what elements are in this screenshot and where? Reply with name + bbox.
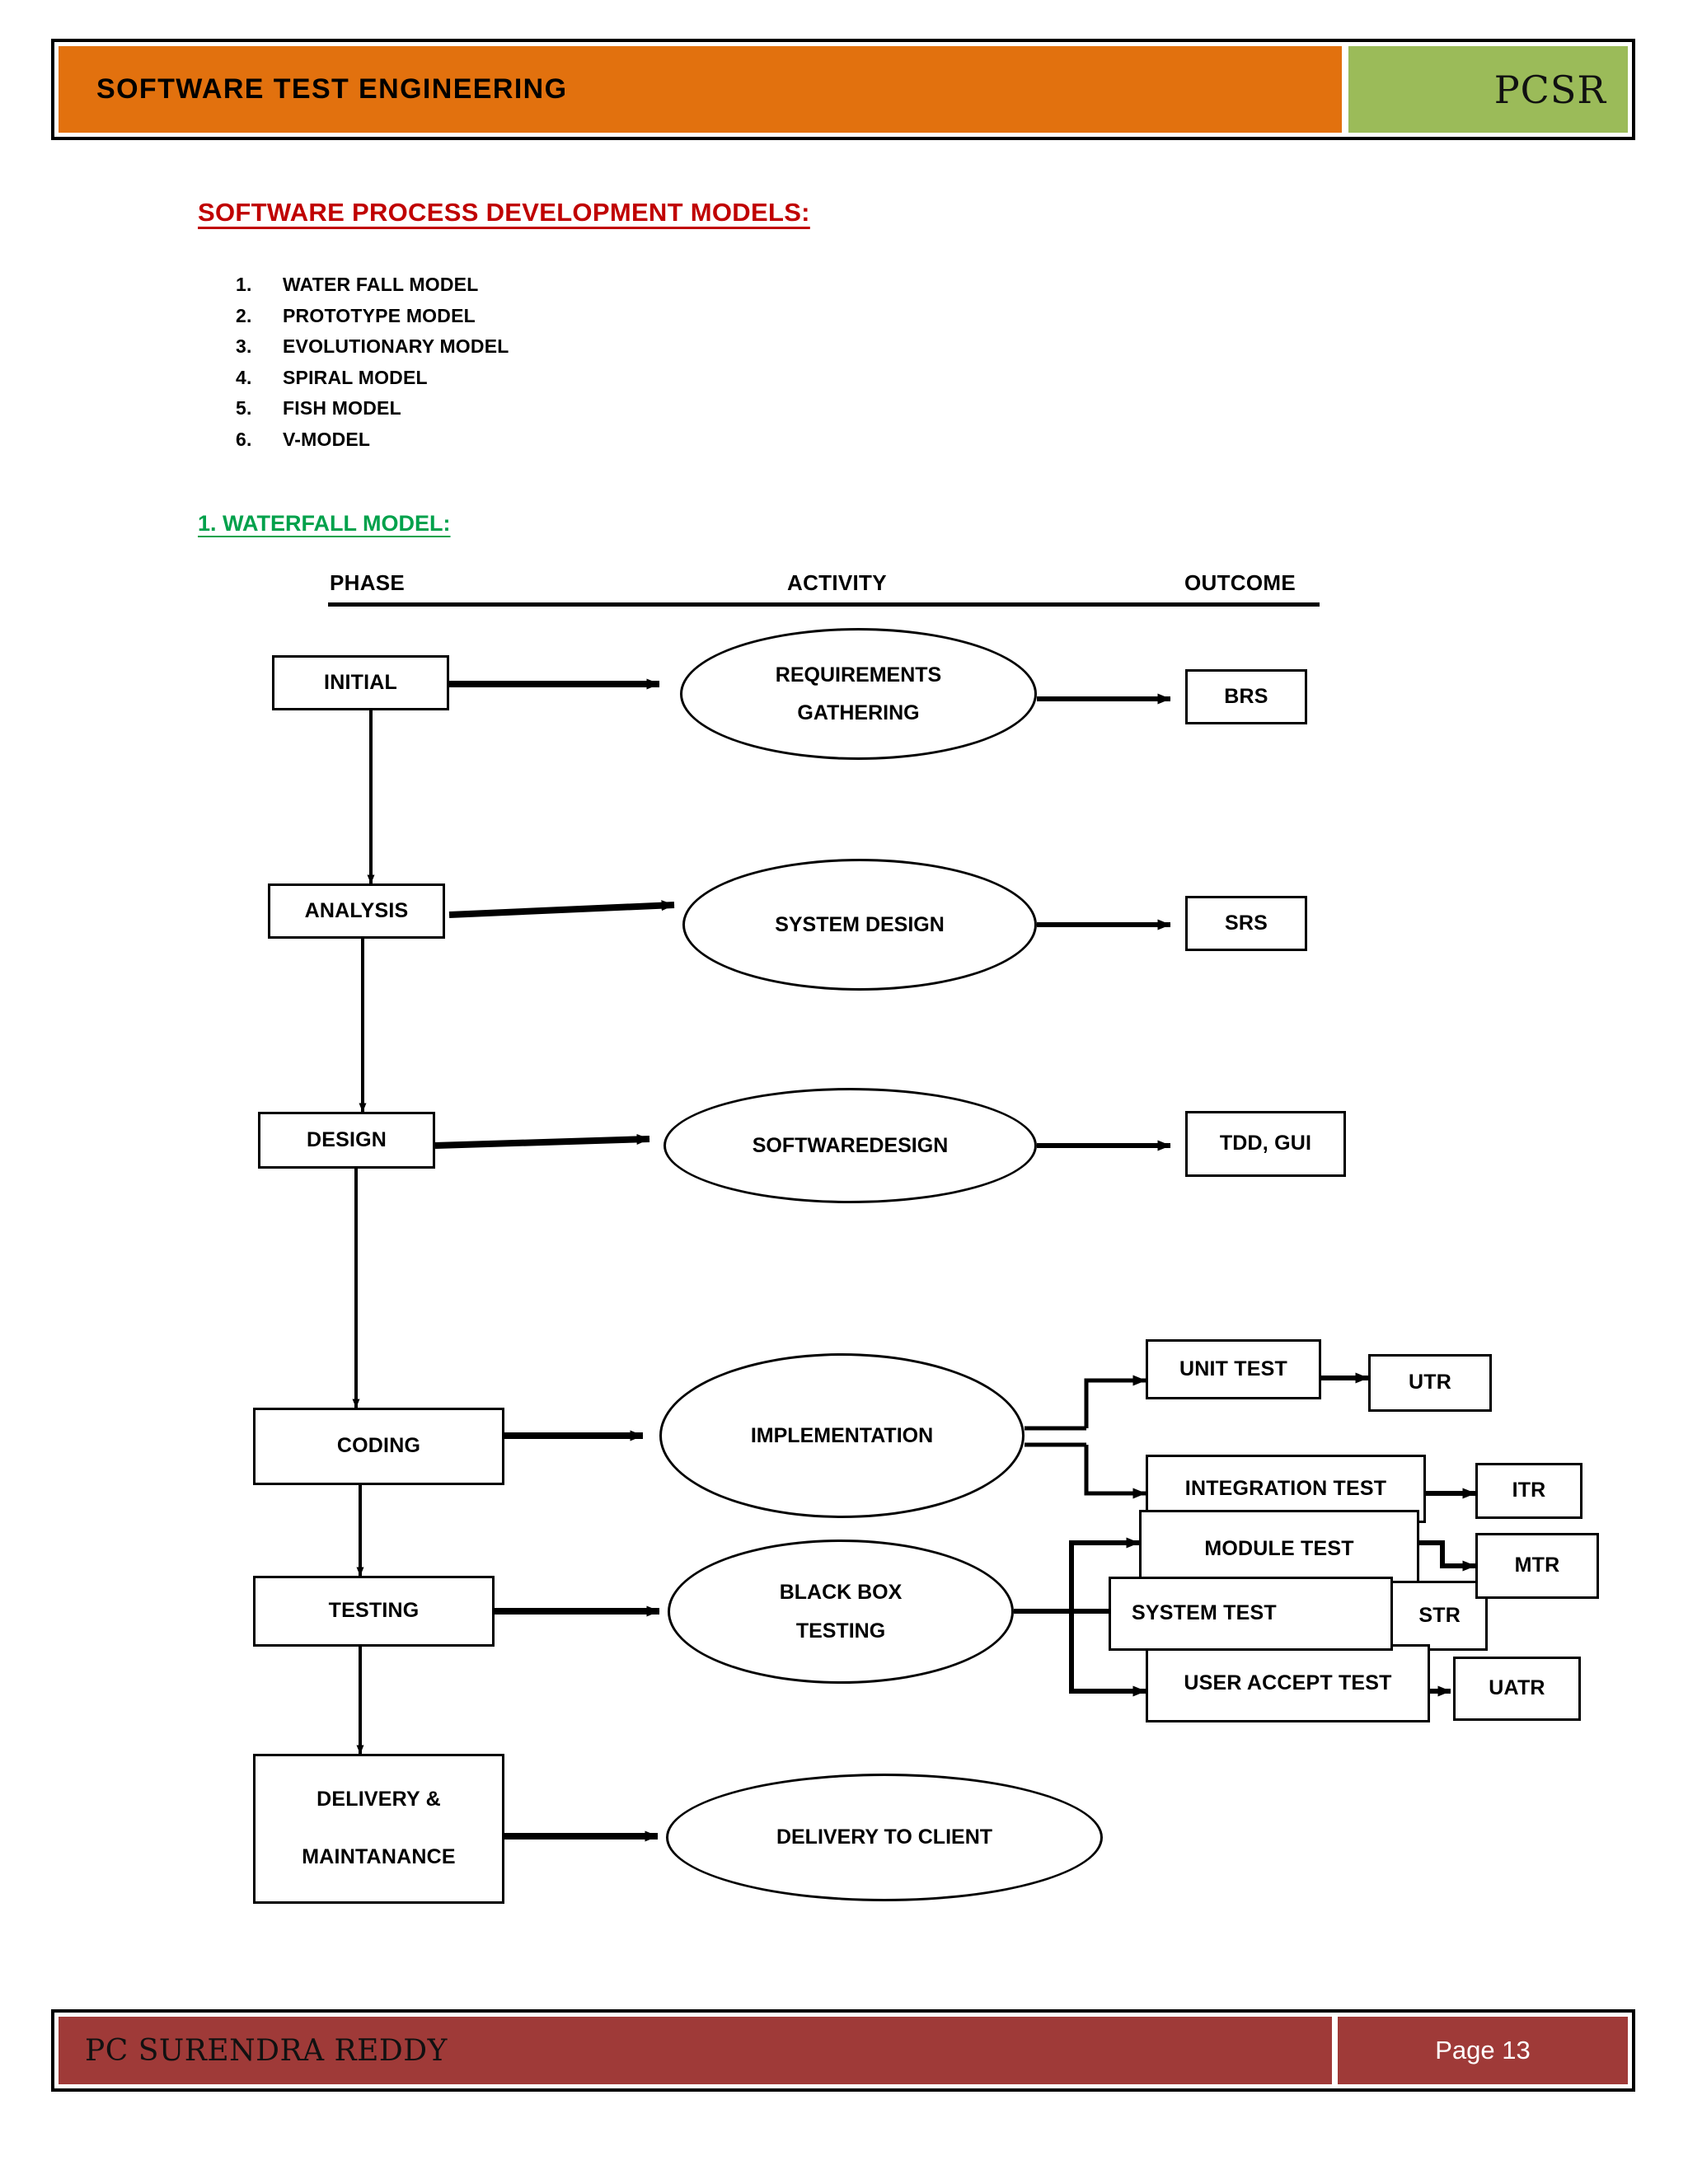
outcome-box-srs[interactable]: SRS [1185,896,1307,951]
outcome-box-brs[interactable]: BRS [1185,669,1307,724]
page-footer: PC SURENDRA REDDY Page 13 [51,2009,1635,2092]
list-item-number: 2. [236,304,252,326]
list-item-label: WATER FALL MODEL [283,274,479,295]
phase-box-delivery-line2: MAINTANANCE [302,1845,456,1869]
activity-blackbox-line2: TESTING [795,1619,886,1643]
activity-ellipse-requirements-gathering[interactable]: REQUIREMENTS GATHERING [680,628,1037,760]
footer-page-band: Page 13 [1338,2017,1628,2084]
test-box-system-test[interactable]: SYSTEM TEST [1109,1577,1393,1651]
column-header-activity: ACTIVITY [787,570,887,595]
list-item: 5. FISH MODEL [236,393,509,424]
list-item-label: SPIRAL MODEL [283,366,428,388]
report-box-itr[interactable]: ITR [1475,1463,1582,1519]
footer-author-label: PC SURENDRA REDDY [85,2033,448,2068]
list-item-label: V-MODEL [283,428,371,450]
report-box-utr[interactable]: UTR [1368,1354,1492,1412]
phase-box-delivery-line1: DELIVERY & [316,1788,441,1811]
footer-page-number: Page 13 [1435,2036,1531,2064]
list-item-label: EVOLUTIONARY MODEL [283,335,509,358]
page-header: SOFTWARE TEST ENGINEERING PCSR [51,39,1635,140]
phase-box-coding[interactable]: CODING [253,1408,504,1485]
activity-ellipse-delivery-to-client[interactable]: DELIVERY TO CLIENT [666,1774,1103,1901]
list-item-number: 3. [236,335,252,358]
list-item-number: 5. [236,397,252,419]
report-box-mtr[interactable]: MTR [1475,1533,1599,1599]
list-item-number: 6. [236,428,252,450]
header-brand-label: PCSR [1493,67,1606,112]
activity-ellipse-system-design[interactable]: SYSTEM DESIGN [682,859,1037,991]
column-header-phase: PHASE [330,570,406,595]
waterfall-subheading: 1. WATERFALL MODEL: [198,511,451,536]
test-box-unit-test[interactable]: UNIT TEST [1146,1339,1321,1399]
activity-ellipse-black-box-testing[interactable]: BLACK BOX TESTING [668,1540,1014,1684]
phase-box-design[interactable]: DESIGN [258,1112,435,1169]
activity-blackbox-line1: BLACK BOX [779,1581,903,1605]
list-item: 1. WATER FALL MODEL [236,269,509,301]
models-list: 1. WATER FALL MODEL 2. PROTOTYPE MODEL 3… [236,269,509,456]
activity-ellipse-implementation[interactable]: IMPLEMENTATION [659,1353,1025,1518]
list-item: 3. EVOLUTIONARY MODEL [236,331,509,363]
column-header-rule [328,602,1320,607]
models-section-heading: SOFTWARE PROCESS DEVELOPMENT MODELS: [198,198,810,227]
list-item: 6. V-MODEL [236,424,509,456]
outcome-box-tdd-gui[interactable]: TDD, GUI [1185,1111,1346,1177]
activity-ellipse-software-design[interactable]: SOFTWAREDESIGN [663,1088,1037,1203]
list-item: 4. SPIRAL MODEL [236,363,509,394]
list-item-label: FISH MODEL [283,397,401,419]
test-box-user-accept-test[interactable]: USER ACCEPT TEST [1146,1644,1430,1722]
phase-box-initial[interactable]: INITIAL [272,655,449,710]
header-orange-band: SOFTWARE TEST ENGINEERING [59,46,1342,133]
phase-box-delivery-maintenance[interactable]: DELIVERY & MAINTANANCE [253,1754,504,1904]
header-title: SOFTWARE TEST ENGINEERING [96,73,568,105]
phase-box-testing[interactable]: TESTING [253,1576,495,1647]
header-green-band: PCSR [1348,46,1628,133]
activity-requirements-line1: REQUIREMENTS [775,663,942,687]
activity-requirements-line2: GATHERING [797,701,920,724]
list-item-label: PROTOTYPE MODEL [283,304,476,326]
column-header-outcome: OUTCOME [1184,570,1296,595]
list-item-number: 1. [236,274,252,295]
report-box-uatr[interactable]: UATR [1453,1657,1581,1721]
list-item: 2. PROTOTYPE MODEL [236,301,509,332]
list-item-number: 4. [236,366,252,388]
footer-author-band: PC SURENDRA REDDY [59,2017,1332,2084]
phase-box-analysis[interactable]: ANALYSIS [268,883,445,939]
